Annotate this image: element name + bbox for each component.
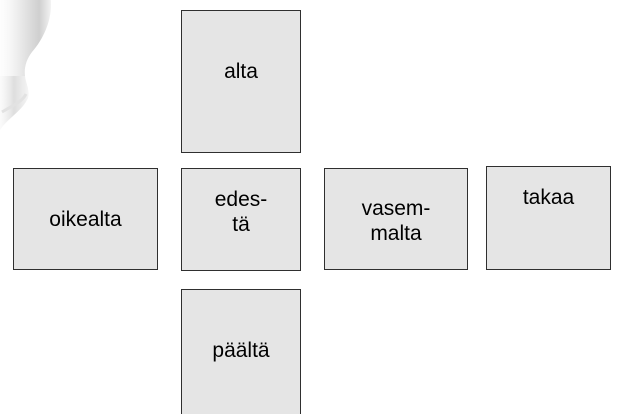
- card-bottom-label: päältä: [212, 339, 270, 362]
- light-bulb-icon: [0, 0, 51, 131]
- card-top-label: alta: [224, 60, 258, 83]
- card-top: alta: [181, 10, 301, 153]
- card-bottom: päältä: [181, 289, 301, 414]
- card-far-right: takaa: [486, 166, 611, 270]
- card-far-right-label: takaa: [522, 186, 575, 209]
- card-right-label: vasem- malta: [361, 197, 431, 245]
- card-left-label: oikealta: [49, 207, 122, 231]
- card-center-label: edes- tä: [214, 188, 268, 236]
- card-right: vasem- malta: [324, 168, 468, 270]
- card-left: oikealta: [13, 168, 158, 270]
- card-center: edes- tä: [181, 168, 301, 271]
